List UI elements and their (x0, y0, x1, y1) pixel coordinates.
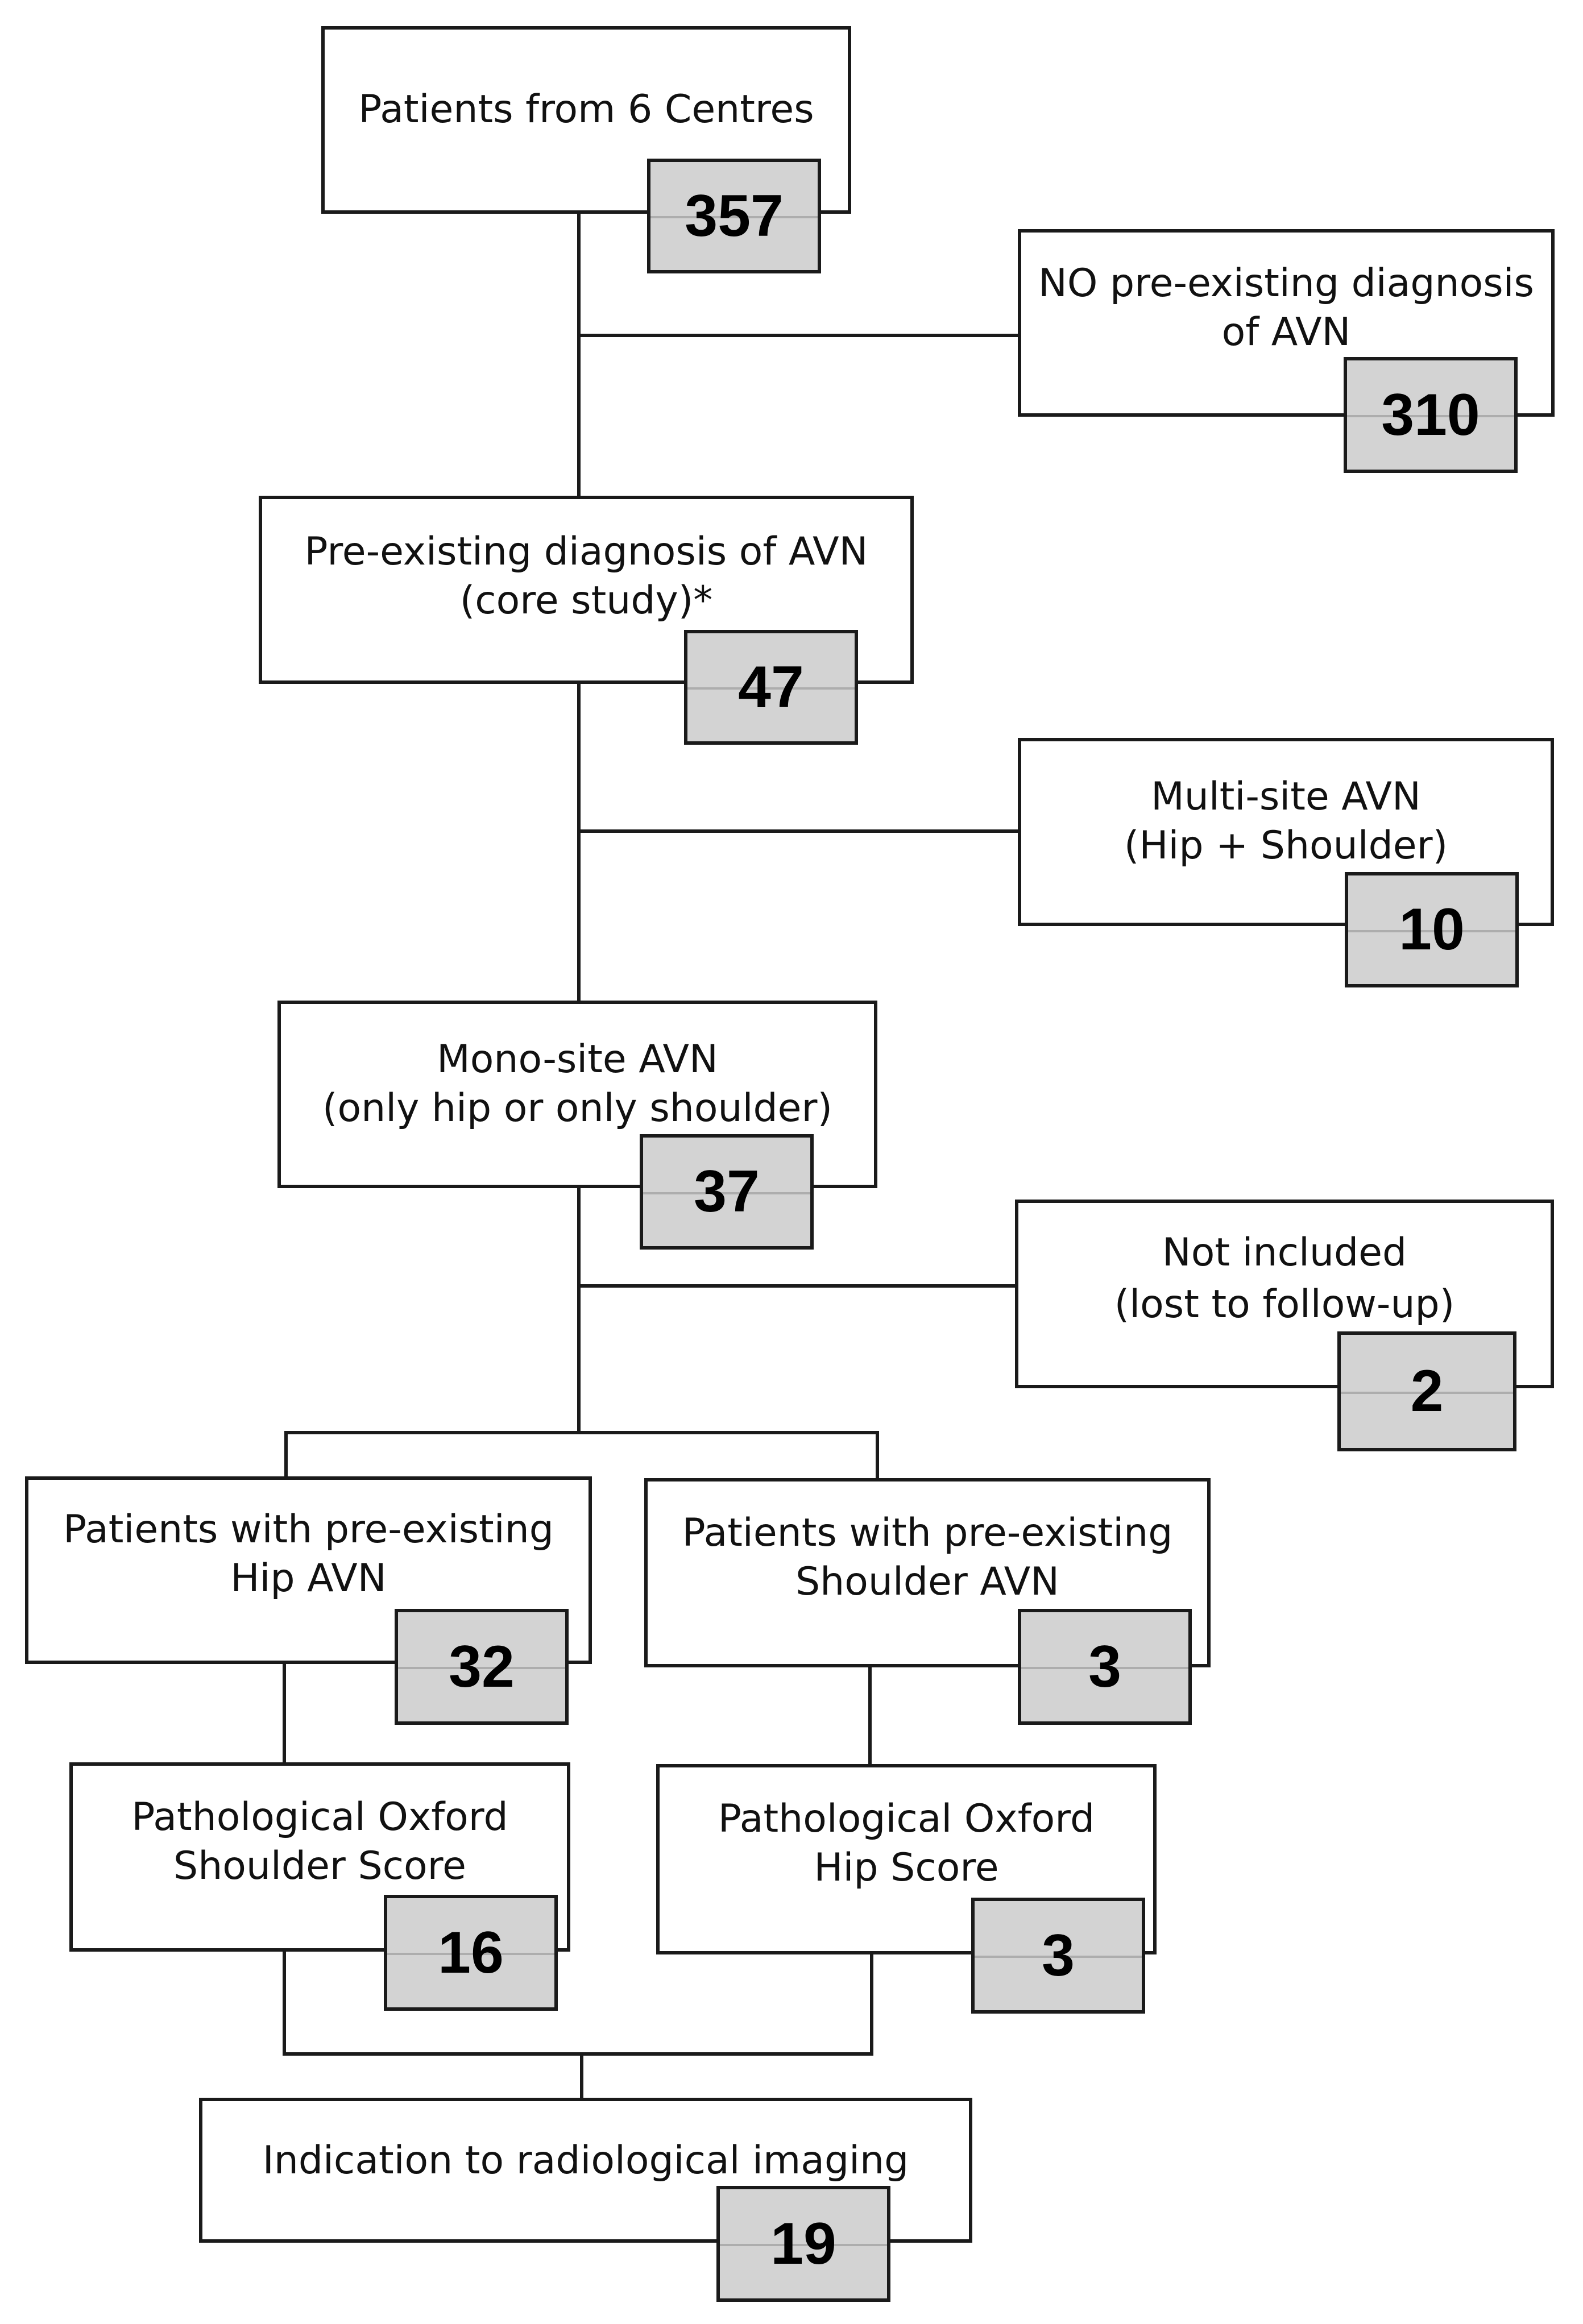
node-label: Patients from 6 Centres (358, 87, 814, 132)
node-label: (only hip or only shoulder) (322, 1086, 832, 1131)
node-label: Patients with pre-existing (682, 1510, 1173, 1555)
node-label: Shoulder Score (173, 1844, 466, 1889)
count-badge-oxford-shoulder: 16 (384, 1895, 558, 2011)
count-badge-preexisting: 47 (684, 630, 858, 745)
count-badge-multisite: 10 (1345, 872, 1519, 987)
node-label: Pre-existing diagnosis of AVN (304, 529, 868, 574)
node-label: Patients with pre-existing (63, 1507, 554, 1552)
node-label: Pathological Oxford (718, 1796, 1095, 1841)
count-badge-oxford-hip: 3 (971, 1898, 1145, 2014)
node-label: of AVN (1221, 310, 1351, 355)
node-label: (Hip + Shoulder) (1124, 823, 1448, 868)
count-badge-monosite: 37 (640, 1134, 814, 1250)
node-label: NO pre-existing diagnosis (1038, 261, 1534, 306)
node-label: Hip AVN (230, 1556, 387, 1601)
count-badge-shoulder-avn: 3 (1018, 1609, 1192, 1725)
node-label: Multi-site AVN (1151, 774, 1421, 819)
node-patients-centres: Patients from 6 Centres (321, 26, 851, 214)
count-badge-hip-avn: 32 (395, 1609, 569, 1725)
node-not-included: Not included (lost to follow-up) (1015, 1200, 1554, 1388)
node-label: Indication to radiological imaging (262, 2138, 909, 2183)
node-label: (lost to follow-up) (1114, 1282, 1455, 1327)
node-label: Not included (1162, 1230, 1407, 1275)
count-badge-no-preexisting: 310 (1344, 357, 1518, 473)
count-badge-imaging: 19 (716, 2186, 890, 2302)
node-label: Shoulder AVN (795, 1559, 1059, 1604)
node-oxford-hip: Pathological Oxford Hip Score (656, 1764, 1157, 1954)
count-badge-not-included: 2 (1337, 1331, 1516, 1451)
node-label: Pathological Oxford (131, 1795, 508, 1840)
node-label: Hip Score (814, 1845, 999, 1890)
count-badge-patients-centres: 357 (647, 159, 821, 273)
node-label: Mono-site AVN (437, 1037, 718, 1082)
node-label: (core study)* (459, 578, 713, 623)
node-shoulder-avn: Patients with pre-existing Shoulder AVN (644, 1478, 1211, 1667)
